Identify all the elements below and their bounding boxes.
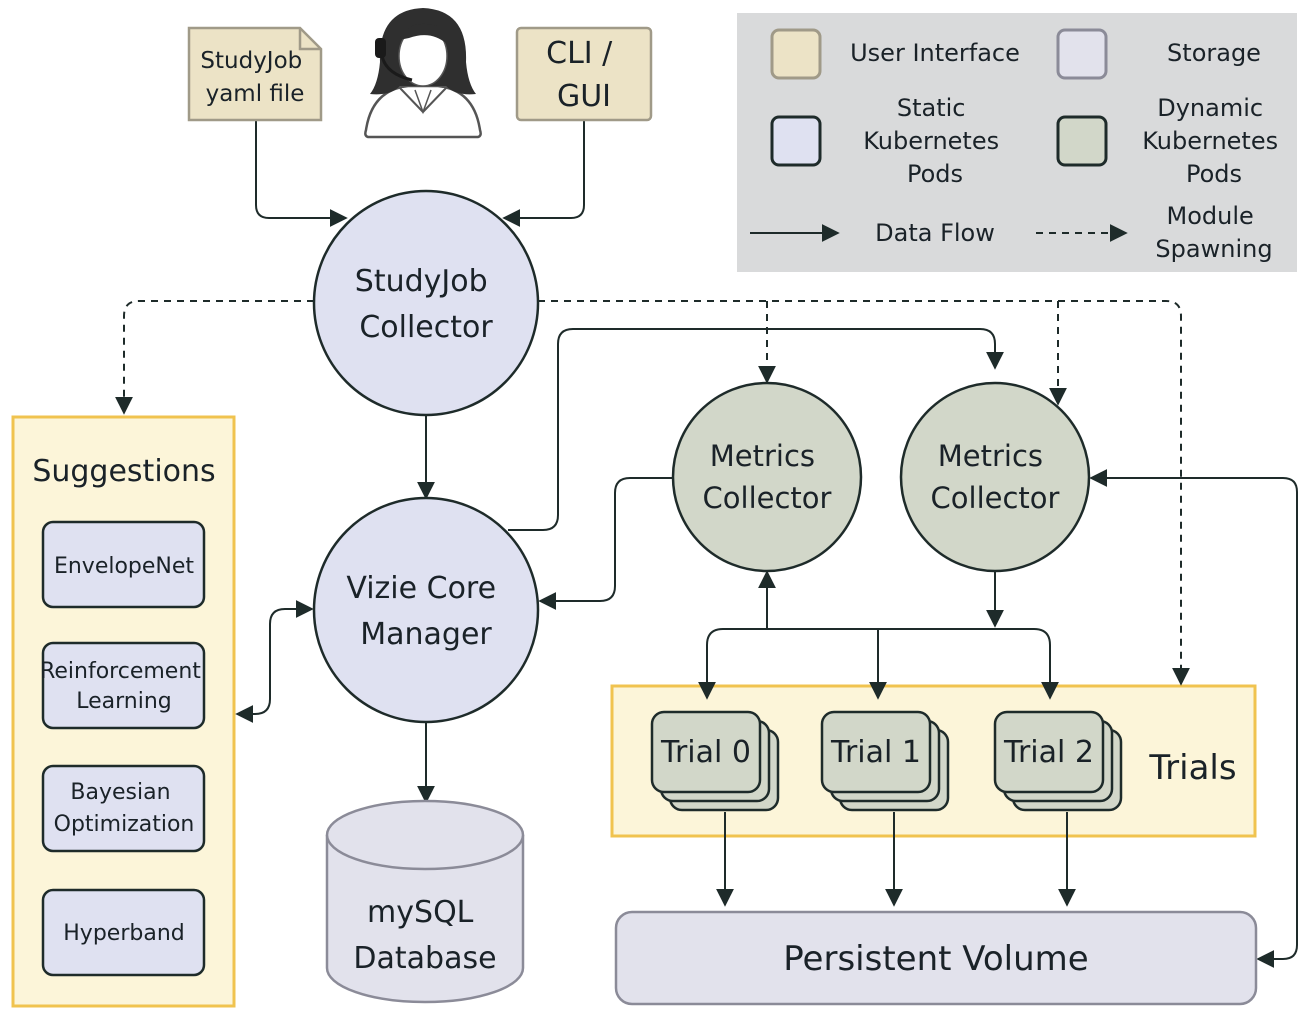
data-flow-connectors — [235, 120, 1298, 968]
legend-swatch-storage — [1056, 28, 1108, 80]
studyjob-yaml-file-label: StudyJob yaml file — [200, 48, 309, 107]
arrow-yaml-to-studyjob-collector — [255, 120, 348, 227]
trials-title: Trials — [1148, 748, 1236, 788]
metrics-collector-1-node: Metrics Collector — [671, 381, 863, 573]
legend-label-static-pods: Static Kubernetes Pods — [863, 94, 1007, 188]
mysql-database-label: mySQL Database — [353, 895, 496, 976]
suggestion-envelopenet: EnvelopeNet — [41, 520, 206, 609]
arrow-vizie-to-metrics-collector-2 — [508, 328, 1004, 531]
trial-2-stack: Trial 2 — [993, 710, 1123, 812]
trial-1-label: Trial 1 — [830, 735, 921, 770]
suggestions-title: Suggestions — [32, 454, 215, 489]
spawning-connectors — [115, 300, 1190, 686]
svg-text:Bayesian Optimization: Bayesian Optimization — [54, 780, 195, 837]
spawn-arrow-to-suggestions — [115, 300, 314, 415]
studyjob-collector-label: StudyJob Collector — [355, 264, 497, 345]
legend-swatch-dynamic-pods — [1056, 115, 1108, 167]
cli-gui-box: CLI / GUI — [515, 26, 653, 122]
arrow-metrics-collector-1-to-vizie — [538, 477, 673, 610]
svg-text:Hyperband: Hyperband — [63, 921, 184, 946]
legend-label-storage: Storage — [1167, 39, 1261, 67]
arrow-cli-to-studyjob-collector — [502, 120, 585, 227]
metrics-collector-2-node: Metrics Collector — [899, 381, 1091, 573]
trial-2-label: Trial 2 — [1003, 735, 1094, 770]
arrow-vizie-suggestions-bidirectional — [235, 600, 314, 723]
suggestion-bayesian-optimization: Bayesian Optimization — [41, 764, 206, 853]
mysql-database: mySQL Database — [325, 799, 525, 1004]
arrow-volume-metrics-collector-2-bidirectional — [1089, 469, 1298, 968]
trial-1-stack: Trial 1 — [820, 710, 950, 812]
metrics-collector-2-label: Metrics Collector — [931, 439, 1060, 515]
trial-0-stack: Trial 0 — [650, 710, 780, 812]
legend-label-user-interface: User Interface — [850, 39, 1020, 67]
metrics-collector-1-label: Metrics Collector — [703, 439, 832, 515]
user-headset-icon — [364, 8, 482, 139]
legend-label-module-spawning: Module Spawning — [1155, 202, 1272, 263]
legend-swatch-static-pods — [770, 115, 822, 167]
spawn-line-right — [538, 300, 1190, 686]
legend-label-data-flow: Data Flow — [875, 219, 995, 247]
suggestion-hyperband: Hyperband — [41, 888, 206, 977]
studyjob-collector-node: StudyJob Collector — [312, 189, 540, 417]
legend-label-dynamic-pods: Dynamic Kubernetes Pods — [1142, 94, 1286, 188]
studyjob-yaml-file: StudyJob yaml file — [187, 26, 323, 122]
persistent-volume: Persistent Volume — [614, 910, 1258, 1006]
vizie-core-manager-label: Vizie Core Manager — [346, 571, 505, 652]
svg-text:EnvelopeNet: EnvelopeNet — [54, 554, 194, 579]
trial-0-label: Trial 0 — [660, 735, 751, 770]
suggestion-reinforcement-learning: Reinforcement Learning — [40, 641, 208, 730]
svg-text:Reinforcement Learning: Reinforcement Learning — [40, 659, 208, 714]
persistent-volume-label: Persistent Volume — [783, 939, 1088, 979]
legend-swatch-user-interface — [770, 28, 822, 80]
legend: User Interface Storage Static Kubernetes… — [737, 13, 1297, 272]
vizie-core-manager-node: Vizie Core Manager — [312, 496, 540, 724]
cli-gui-label: CLI / GUI — [546, 36, 622, 114]
